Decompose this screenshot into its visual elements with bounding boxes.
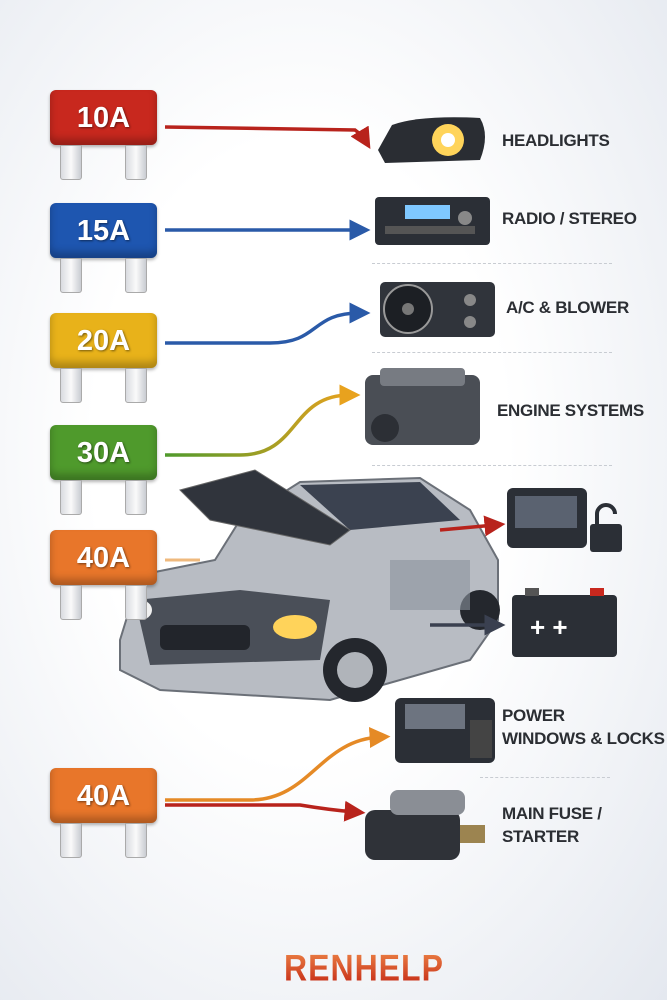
arrow-30a-engine [165,384,361,457]
arrow-20a-ac [165,302,371,345]
headlight-icon [378,117,485,163]
divider [480,777,610,778]
car-illustration [119,469,500,702]
svg-text:+ +: + + [530,612,568,642]
fuse-10a: 10A [50,90,157,182]
power-window-icon [395,698,495,763]
fuse-40a-main: 40A [50,768,157,860]
label-radio: RADIO / STEREO [502,209,637,228]
label-engine-systems: ENGINE SYSTEMS [497,401,644,420]
arrow-car-lock [439,515,506,537]
engine-icon [365,368,480,445]
arrow-10a-headlights [164,125,371,150]
fuse-40a: 40A [50,530,157,622]
radio-icon [375,197,490,245]
label-ac-blower: A/C & BLOWER [506,298,629,317]
divider [372,263,612,264]
arrow-40a-starter [165,800,366,822]
divider [372,352,612,353]
label-main-fuse-starter: MAIN FUSE /STARTER [502,804,602,846]
arrow-40a-power-windows [165,727,391,802]
display-lock-icon [507,488,622,552]
fuse-30a: 30A [50,425,157,517]
starter-motor-icon [365,790,485,860]
fuse-20a: 20A [50,313,157,405]
label-headlights: HEADLIGHTS [502,131,610,150]
divider [372,465,612,466]
battery-icon: + + [512,588,617,657]
fuse-15a: 15A [50,203,157,295]
fan-icon [380,282,495,337]
brand-logo: RENHELP [284,947,444,989]
